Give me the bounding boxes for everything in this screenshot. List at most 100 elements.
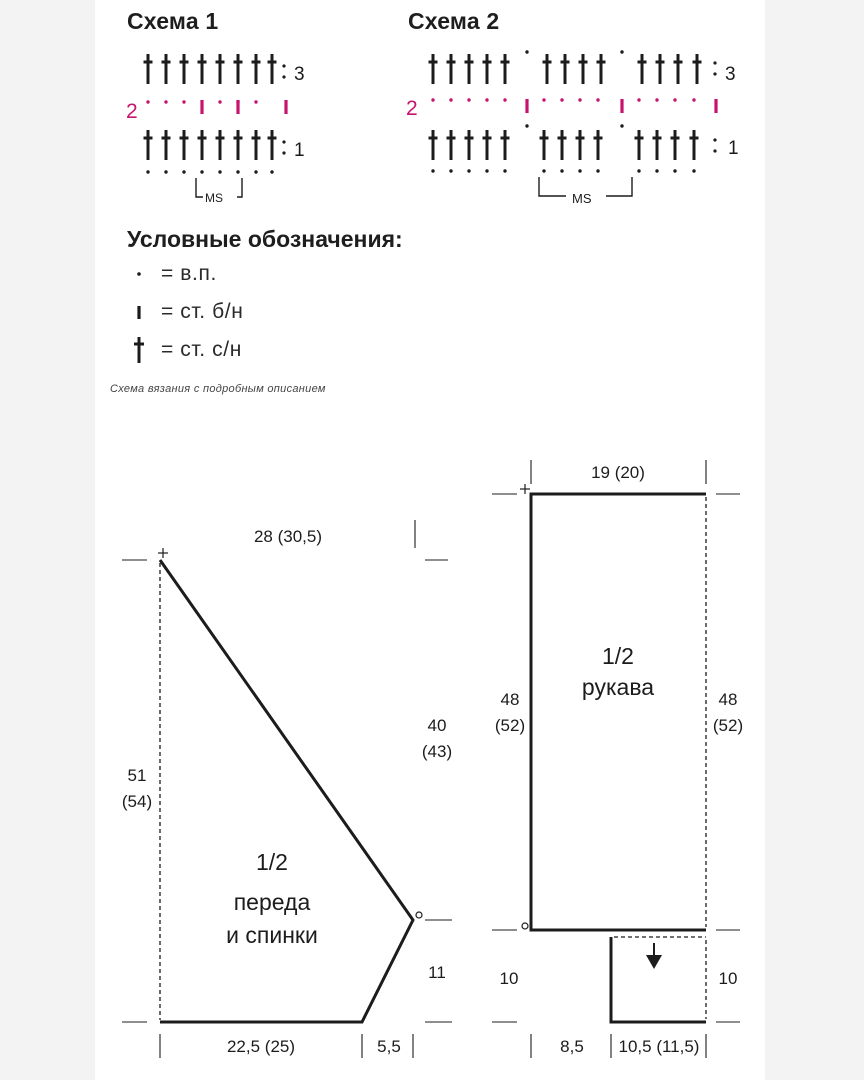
chain-symbol <box>503 169 507 173</box>
legend-text-double-crochet: = ст. с/н <box>161 338 242 361</box>
double-crochet-symbol <box>500 130 510 160</box>
chain-symbol <box>182 170 186 174</box>
double-crochet-symbol <box>560 54 570 84</box>
double-crochet-symbol <box>500 54 510 84</box>
scheme2-chart <box>428 50 718 173</box>
double-crochet-symbol <box>233 130 243 160</box>
chain-symbol <box>637 169 641 173</box>
double-crochet-symbol <box>596 54 606 84</box>
chain-symbol <box>218 100 222 104</box>
chain-symbol <box>620 50 624 54</box>
chain-symbol <box>467 98 471 102</box>
double-crochet-symbol <box>267 130 277 160</box>
chain-symbol <box>485 98 489 102</box>
double-crochet-symbol <box>578 54 588 84</box>
chain-symbol <box>485 169 489 173</box>
double-crochet-symbol <box>542 54 552 84</box>
scheme1-row1-label: 1 <box>294 140 305 161</box>
double-crochet-symbol <box>482 130 492 160</box>
chain-symbol <box>560 98 564 102</box>
chain-symbol <box>449 169 453 173</box>
double-crochet-symbol <box>593 130 603 160</box>
double-crochet-symbol <box>464 130 474 160</box>
chain-symbol <box>431 169 435 173</box>
scheme1-row-labels: 3 2 1 <box>126 64 305 161</box>
legend-item-double-crochet: = ст. с/н <box>125 333 242 367</box>
chain-symbol <box>542 98 546 102</box>
double-crochet-symbol <box>161 130 171 160</box>
chain-symbol <box>596 169 600 173</box>
chain-symbol <box>503 98 507 102</box>
chain-symbol <box>578 98 582 102</box>
chain-symbol <box>467 169 471 173</box>
chain-symbol <box>692 169 696 173</box>
double-crochet-symbol <box>652 130 662 160</box>
chain-symbol <box>673 169 677 173</box>
chain-symbol <box>146 100 150 104</box>
legend-text-single-crochet: = ст. б/н <box>161 300 244 323</box>
chain-symbol <box>637 98 641 102</box>
double-crochet-symbol <box>179 130 189 160</box>
double-crochet-symbol <box>267 54 277 84</box>
scheme2-row3-label: 3 <box>725 64 736 85</box>
double-crochet-symbol <box>197 130 207 160</box>
double-crochet-symbol <box>428 54 438 84</box>
chain-symbol <box>182 100 186 104</box>
double-crochet-symbol <box>197 54 207 84</box>
double-crochet-symbol <box>692 54 702 84</box>
chain-symbol <box>254 170 258 174</box>
chain-symbol <box>655 98 659 102</box>
chain-symbol <box>164 170 168 174</box>
legend-text-chain: = в.п. <box>161 262 217 285</box>
legend-item-chain: = в.п. <box>125 257 217 291</box>
scheme1-row3-label: 3 <box>294 64 305 85</box>
chain-symbol <box>673 98 677 102</box>
double-crochet-symbol <box>233 54 243 84</box>
double-crochet-symbol <box>161 54 171 84</box>
chain-symbol <box>620 124 624 128</box>
double-crochet-symbol <box>215 130 225 160</box>
scheme1-title: Схема 1 <box>127 8 219 34</box>
chain-symbol <box>525 50 529 54</box>
double-crochet-symbol <box>143 54 153 84</box>
scheme1-repeat-bracket: MS <box>195 178 243 205</box>
double-crochet-symbol <box>673 54 683 84</box>
double-crochet-symbol <box>575 130 585 160</box>
chain-symbol <box>542 169 546 173</box>
double-crochet-symbol <box>464 54 474 84</box>
double-crochet-symbol <box>251 130 261 160</box>
scheme1-row2-label: 2 <box>126 100 138 123</box>
double-crochet-symbol <box>215 54 225 84</box>
scheme1-repeat-label: MS <box>205 191 223 205</box>
double-crochet-symbol <box>179 54 189 84</box>
chain-symbol <box>236 170 240 174</box>
chain-symbol <box>254 100 258 104</box>
double-crochet-symbol <box>446 130 456 160</box>
chain-symbol <box>578 169 582 173</box>
double-crochet-symbol <box>251 54 261 84</box>
chain-symbol <box>146 170 150 174</box>
chain-symbol <box>692 98 696 102</box>
scheme2-repeat-label: MS <box>572 191 592 206</box>
scheme2-row-labels: 3 2 1 <box>406 61 739 159</box>
caption: Схема вязания с подробным описанием <box>110 383 326 395</box>
scheme1-chart <box>143 54 288 174</box>
single-crochet-icon <box>125 302 153 322</box>
scheme2-row1-label: 1 <box>728 138 739 159</box>
chain-symbol <box>560 169 564 173</box>
scheme2-title: Схема 2 <box>408 8 500 34</box>
double-crochet-symbol <box>539 130 549 160</box>
chain-symbol <box>449 98 453 102</box>
double-crochet-symbol <box>689 130 699 160</box>
crochet-charts: 3 2 1 MS 3 2 1 MS <box>126 50 739 206</box>
chain-dot-icon <box>125 269 153 279</box>
chain-symbol <box>164 100 168 104</box>
legend-item-single-crochet: = ст. б/н <box>125 295 243 329</box>
scheme2-row2-label: 2 <box>406 97 418 120</box>
chain-symbol <box>525 124 529 128</box>
scheme2-repeat-bracket: MS <box>538 177 633 206</box>
double-crochet-symbol <box>634 130 644 160</box>
double-crochet-symbol <box>482 54 492 84</box>
chain-symbol <box>596 98 600 102</box>
